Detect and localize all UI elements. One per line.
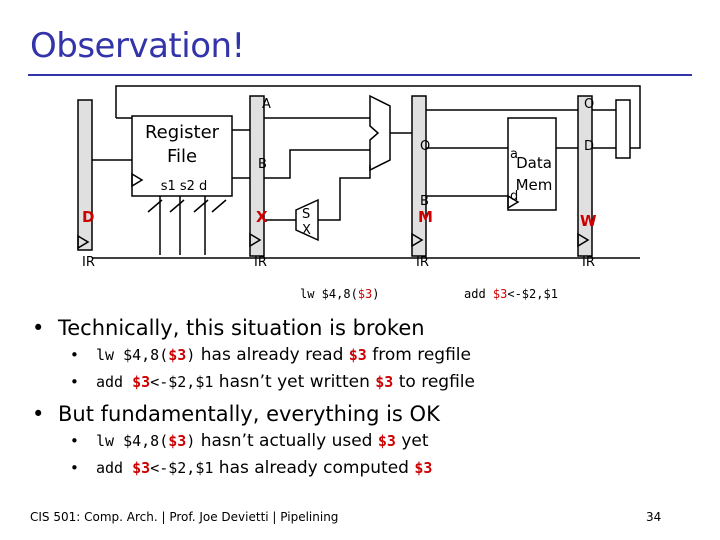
- stage-D-label: D: [82, 208, 94, 226]
- slide-title: Observation!: [30, 26, 245, 66]
- latch-A: [249, 95, 265, 257]
- writeback-mux: [615, 99, 631, 159]
- bullet-list: Technically, this situation is broken lw…: [30, 314, 710, 482]
- instr-in-execute: lw $4,8($3): [300, 287, 379, 301]
- sign-extend: [295, 198, 319, 242]
- bullet-1: Technically, this situation is broken: [30, 314, 710, 342]
- ir-label-2: IR: [254, 255, 267, 270]
- latch-A-label: A: [262, 97, 271, 112]
- latch-W: [577, 95, 593, 257]
- title-rule: [28, 74, 692, 76]
- pipeline-diagram: Register File s1 s2 d A B O B O D D X M …: [77, 85, 641, 301]
- dmem-label-2: Mem: [516, 176, 553, 194]
- dmem-label-1: Data: [516, 154, 552, 172]
- writeback-wire: [115, 85, 641, 149]
- regfile-label-1: Register: [145, 122, 220, 143]
- latch-B-label: B: [258, 157, 267, 172]
- stage-M-label: M: [418, 208, 433, 226]
- latch-B-mem-label: B: [420, 194, 429, 209]
- latch-M: [411, 95, 427, 257]
- alu: [369, 94, 391, 172]
- register-file-box: [131, 115, 233, 197]
- instr-in-memory: add $3<-$2,$1: [464, 287, 558, 301]
- slide-footer: CIS 501: Comp. Arch. | Prof. Joe Deviett…: [30, 510, 339, 524]
- latch-O-exec-label: O: [420, 139, 430, 154]
- dmem-addr-label: a: [510, 147, 518, 162]
- page-number: 34: [646, 510, 662, 524]
- bullet-1-2: add $3<-$2,$1 hasn’t yet written $3 to r…: [30, 369, 710, 396]
- data-mem-box: [507, 117, 557, 211]
- regfile-ports: s1 s2 d: [161, 179, 208, 194]
- regfile-label-2: File: [167, 146, 197, 167]
- ir-label-3: IR: [416, 255, 429, 270]
- stage-X-label: X: [256, 208, 268, 226]
- bullet-2-2: add $3<-$2,$1 has already computed $3: [30, 455, 710, 482]
- bullet-1-1: lw $4,8($3) has already read $3 from reg…: [30, 342, 710, 369]
- bullet-2-1: lw $4,8($3) hasn’t actually used $3 yet: [30, 428, 710, 455]
- latch-D: [77, 99, 93, 251]
- ir-label-4: IR: [582, 255, 595, 270]
- dmem-data-label: d: [510, 189, 518, 204]
- latch-O-mem-label: O: [584, 97, 594, 112]
- ir-label-1: IR: [82, 255, 95, 270]
- bullet-2: But fundamentally, everything is OK: [30, 400, 710, 428]
- sx-label-s: S: [302, 207, 310, 222]
- stage-W-label: W: [580, 212, 597, 230]
- latch-D-wb-label: D: [584, 139, 594, 154]
- sx-label-x: X: [302, 223, 311, 238]
